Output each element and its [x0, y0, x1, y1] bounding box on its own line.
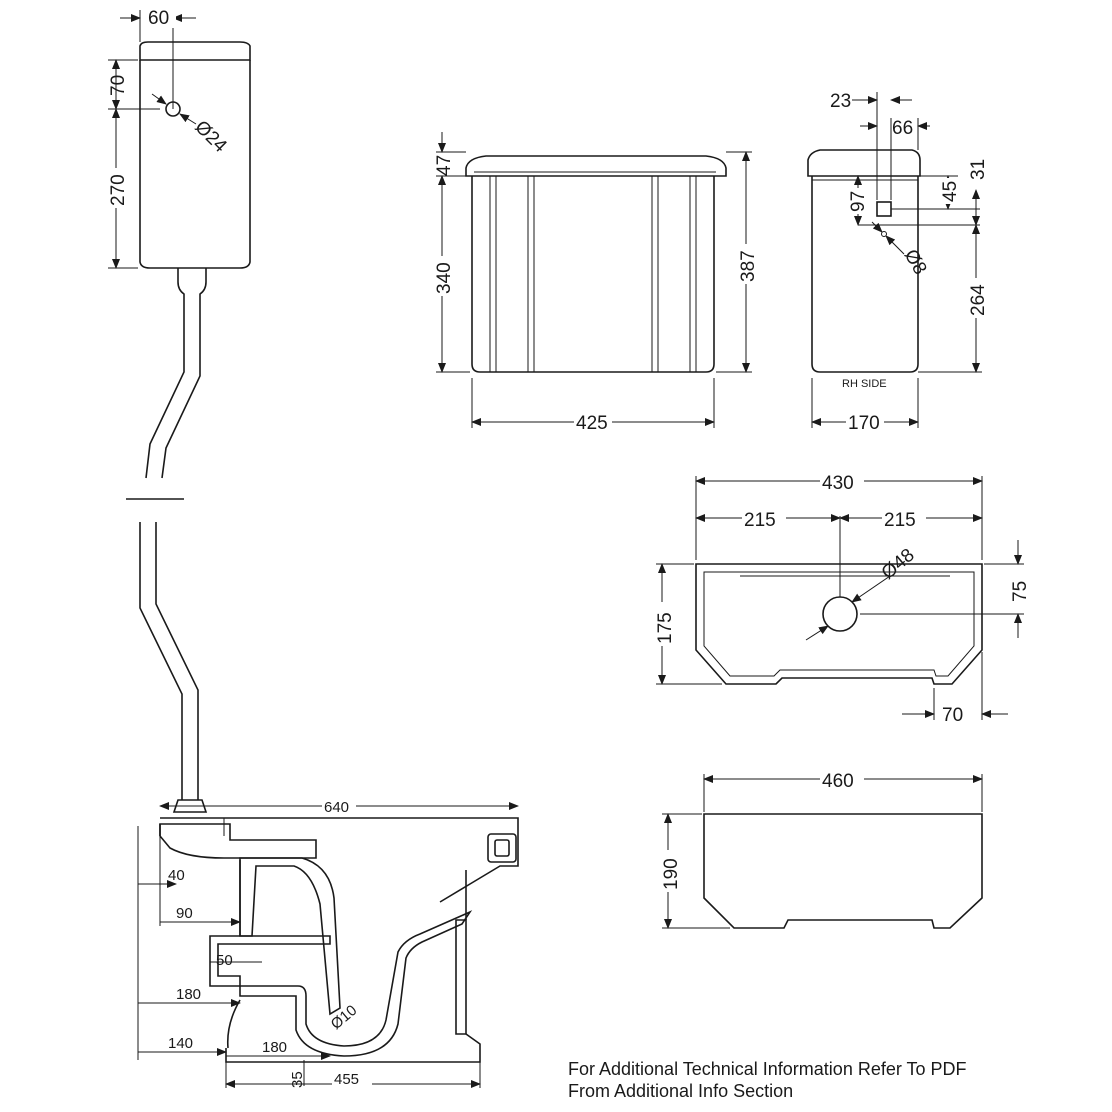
dim-cistern-outlet-diameter: Ø24	[190, 117, 231, 158]
dim-rh-height: 264	[968, 284, 989, 316]
dim-front-width: 425	[576, 413, 608, 434]
dim-rh-a: 23	[830, 91, 851, 112]
dim-base-width: 460	[822, 771, 854, 792]
dim-top-corner: 70	[942, 705, 963, 726]
dimension-labels: 60 70 Ø24 270 47 340 387 425 23 66 31 45…	[104, 6, 1031, 1088]
dim-top-hole-offset: 75	[1010, 581, 1031, 602]
dim-top-width: 430	[822, 473, 854, 494]
dim-cistern-height: 270	[108, 174, 129, 206]
dim-rh-diameter: Ø8	[900, 246, 931, 278]
dim-cistern-top: 70	[108, 75, 129, 96]
cistern-front-view	[436, 132, 752, 428]
technical-info-note: For Additional Technical Information Ref…	[568, 1058, 967, 1102]
dim-top-half-right: 215	[884, 510, 916, 531]
dim-front-total-height: 387	[738, 250, 759, 282]
cistern-side-view	[108, 10, 251, 813]
cistern-base-view	[662, 774, 983, 929]
dim-pan-90: 90	[176, 905, 193, 922]
dim-top-depth: 175	[655, 612, 676, 644]
dim-rh-c: 31	[968, 159, 989, 180]
dim-front-body-height: 340	[434, 262, 455, 294]
rh-side-label: RH SIDE	[842, 378, 887, 390]
dim-rh-b: 66	[892, 118, 913, 139]
dim-pan-180-lower: 180	[262, 1039, 287, 1056]
dim-front-lid: 47	[434, 155, 455, 176]
dim-rh-depth: 170	[848, 413, 880, 434]
pan-section-view	[137, 802, 519, 1088]
cistern-top-view	[656, 476, 1024, 720]
dim-pan-35: 35	[289, 1071, 306, 1088]
note-line-1: For Additional Technical Information Ref…	[568, 1059, 967, 1079]
dim-pan-455: 455	[334, 1071, 359, 1088]
note-line-2: From Additional Info Section	[568, 1081, 794, 1101]
dim-pan-140: 140	[168, 1035, 193, 1052]
dim-top-half-left: 215	[744, 510, 776, 531]
dim-base-height: 190	[661, 858, 682, 890]
dim-rh-e: 97	[848, 191, 869, 212]
dim-pan-40: 40	[168, 867, 185, 884]
dim-pan-trap-diameter: Ø10	[328, 1002, 361, 1033]
dim-cistern-outlet-offset: 60	[148, 8, 169, 29]
dim-pan-length: 640	[324, 799, 349, 816]
dim-rh-d: 45	[940, 181, 961, 202]
dim-pan-50: 50	[216, 952, 233, 969]
dim-top-hole-diameter: Ø48	[878, 545, 919, 584]
dim-pan-180-upper: 180	[176, 986, 201, 1003]
cistern-rh-side-view	[807, 92, 982, 428]
